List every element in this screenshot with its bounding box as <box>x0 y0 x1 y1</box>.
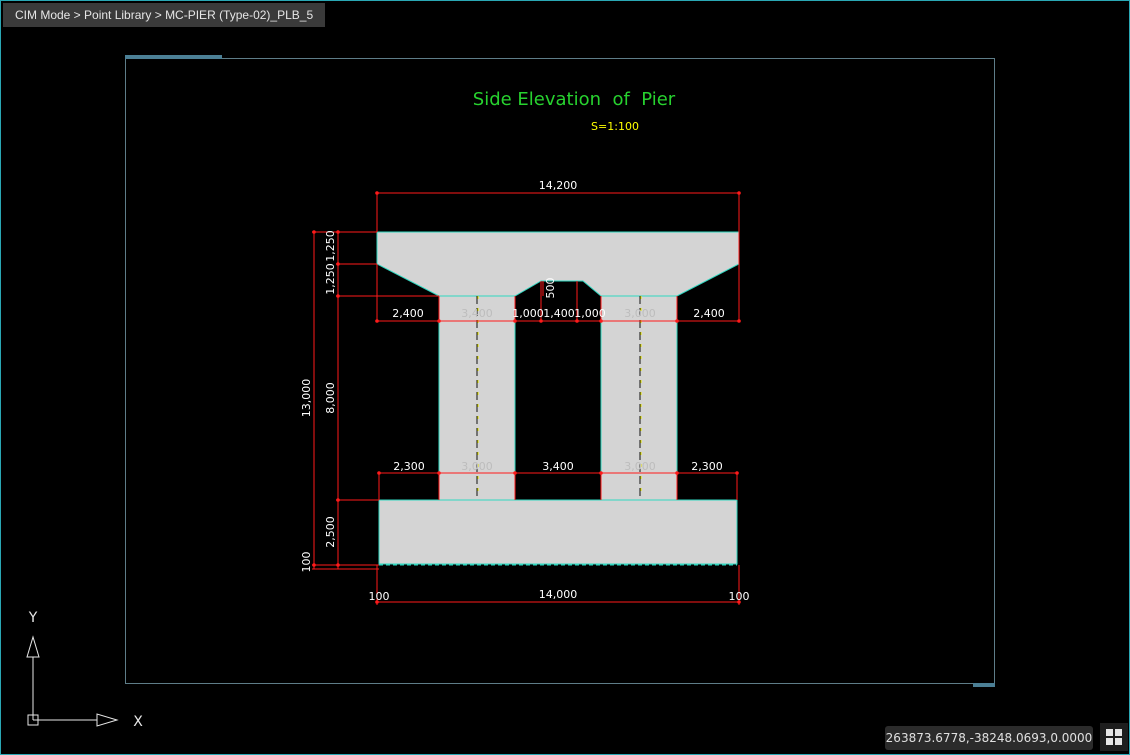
dim-base-mid: 3,400 <box>542 460 574 473</box>
dim-bottom-left: 100 <box>369 590 390 603</box>
right-column <box>600 295 678 501</box>
sheet-border <box>125 58 995 684</box>
drawing-scale: S=1:100 <box>591 120 639 133</box>
sheet-corner-tab-top <box>125 55 222 59</box>
dim-bottom-width: 14,000 <box>539 588 578 601</box>
drawing-title: Side Elevation of Pier <box>473 89 676 110</box>
dim-v-column: 8,000 <box>324 382 337 414</box>
pier-cap <box>376 231 740 297</box>
coordinate-readout: 263873.6778,-38248.0693,0.0000 <box>885 726 1093 750</box>
dim-gap-a: 1,000 <box>512 307 544 320</box>
dimension-ticks <box>312 191 741 604</box>
dim-col-left-bot: 3,000 <box>461 460 493 473</box>
dim-col-left-top: 3,400 <box>461 307 493 320</box>
sheet-corner-tab-bottom <box>973 683 995 687</box>
dim-col-right-top: 3,000 <box>624 307 656 320</box>
dim-v-cap1: 1,250 <box>324 230 337 262</box>
dim-v-total: 13,000 <box>300 379 313 418</box>
dim-v-cap2: 1,250 <box>324 263 337 295</box>
axis-y-label: Y <box>28 610 38 626</box>
dim-v-bottom: 100 <box>300 552 313 573</box>
dim-cap-right: 2,400 <box>693 307 725 320</box>
footing <box>378 499 738 565</box>
grid-icon <box>1106 729 1122 745</box>
grid-button[interactable] <box>1100 723 1128 751</box>
dim-base-right: 2,300 <box>691 460 723 473</box>
dim-top-width: 14,200 <box>539 179 578 192</box>
dim-col-right-bot: 3,000 <box>624 460 656 473</box>
dim-gap-b: 1,400 <box>543 307 575 320</box>
dim-bottom-right: 100 <box>729 590 750 603</box>
dim-notch: 500 <box>544 278 557 299</box>
dim-base-left: 2,300 <box>393 460 425 473</box>
dim-cap-left: 2,400 <box>392 307 424 320</box>
dim-v-footing: 2,500 <box>324 516 337 548</box>
dim-gap-c: 1,000 <box>574 307 606 320</box>
axis-x-label: X <box>133 714 143 730</box>
breadcrumb[interactable]: CIM Mode > Point Library > MC-PIER (Type… <box>3 3 326 27</box>
ucs-axis-icon <box>26 635 119 727</box>
